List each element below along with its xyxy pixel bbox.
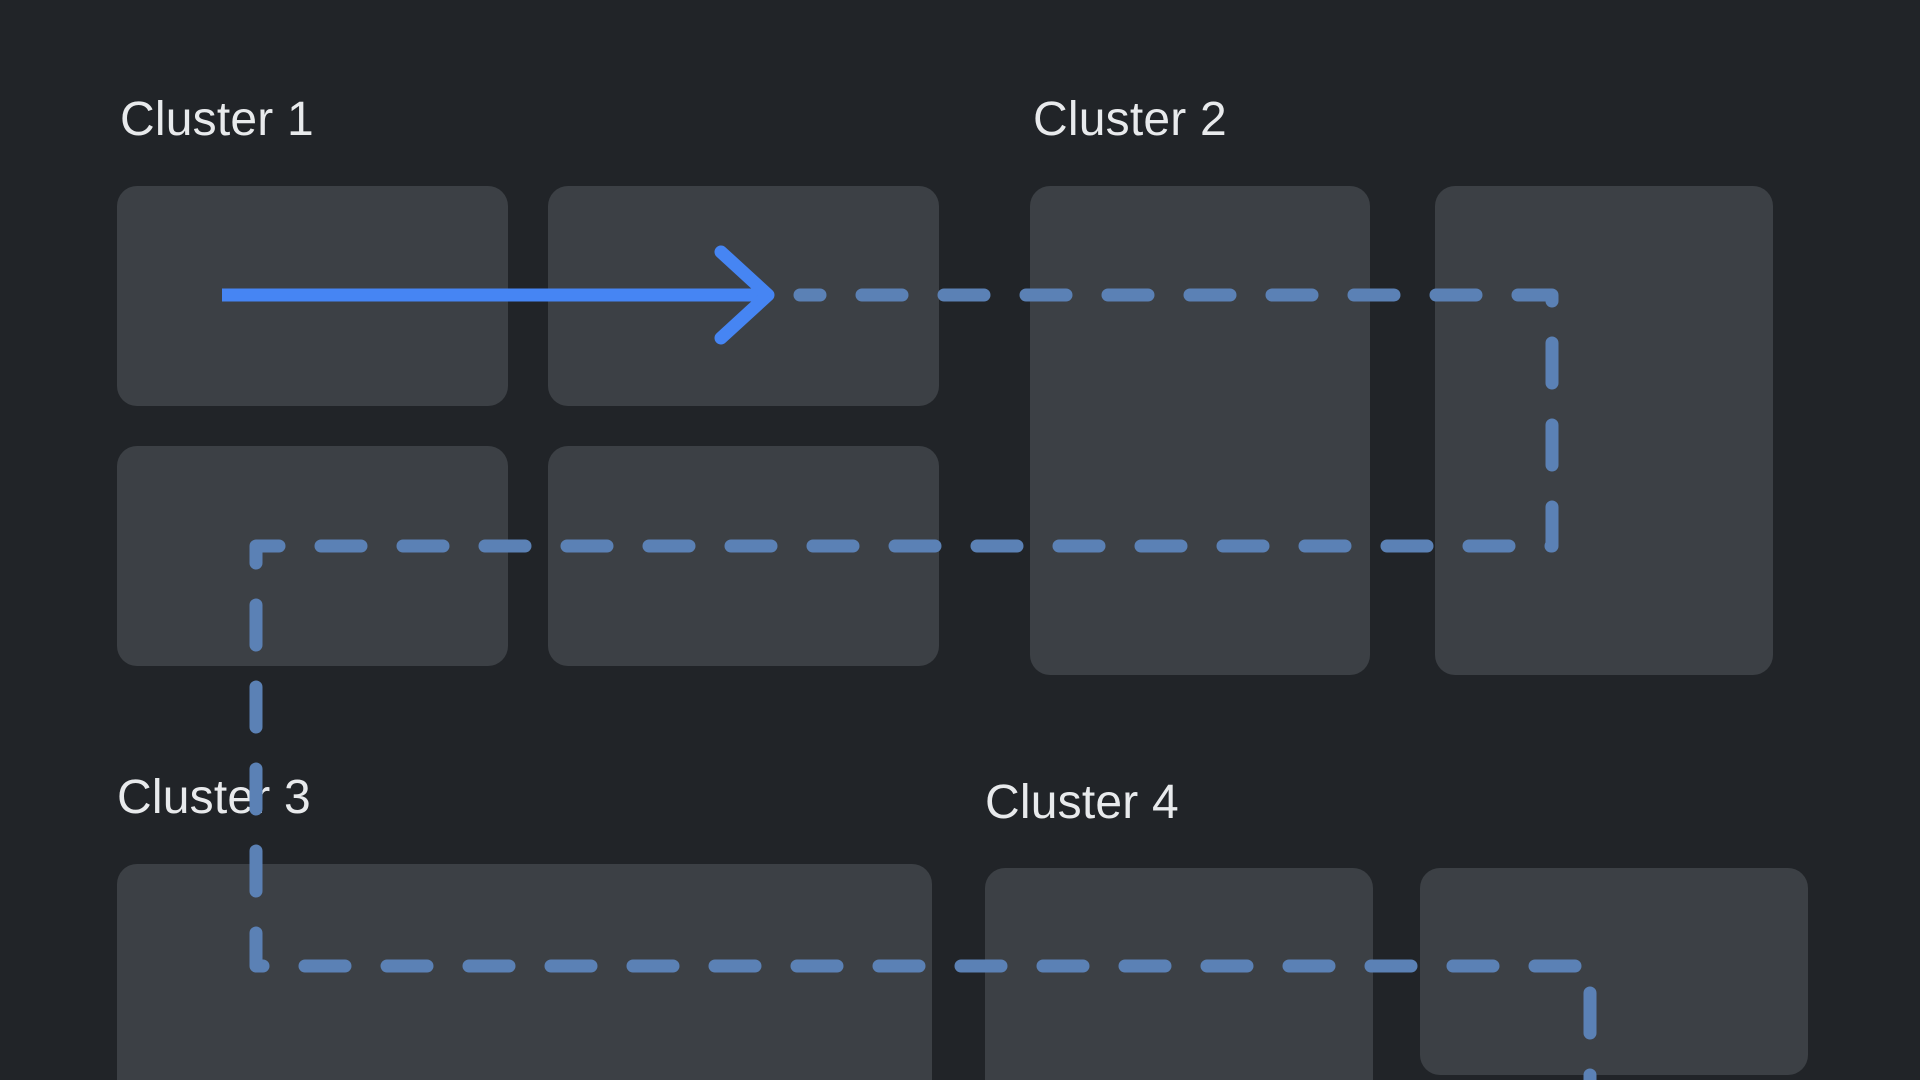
cluster-3-card-1 — [117, 864, 932, 1080]
cluster-1-label: Cluster 1 — [120, 93, 314, 146]
cluster-4-card-1 — [985, 868, 1373, 1080]
cluster-1-card-4 — [548, 446, 939, 666]
cluster-2-card-1 — [1030, 186, 1370, 675]
cluster-2-label: Cluster 2 — [1033, 93, 1227, 146]
cluster-4-card-2 — [1420, 868, 1808, 1075]
cluster-4-label: Cluster 4 — [985, 776, 1179, 829]
cluster-2-card-2 — [1435, 186, 1773, 675]
cluster-1-card-3 — [117, 446, 508, 666]
cluster-1-card-1 — [117, 186, 508, 406]
cluster-1-card-2 — [548, 186, 939, 406]
cluster-3-label: Cluster 3 — [117, 771, 311, 824]
